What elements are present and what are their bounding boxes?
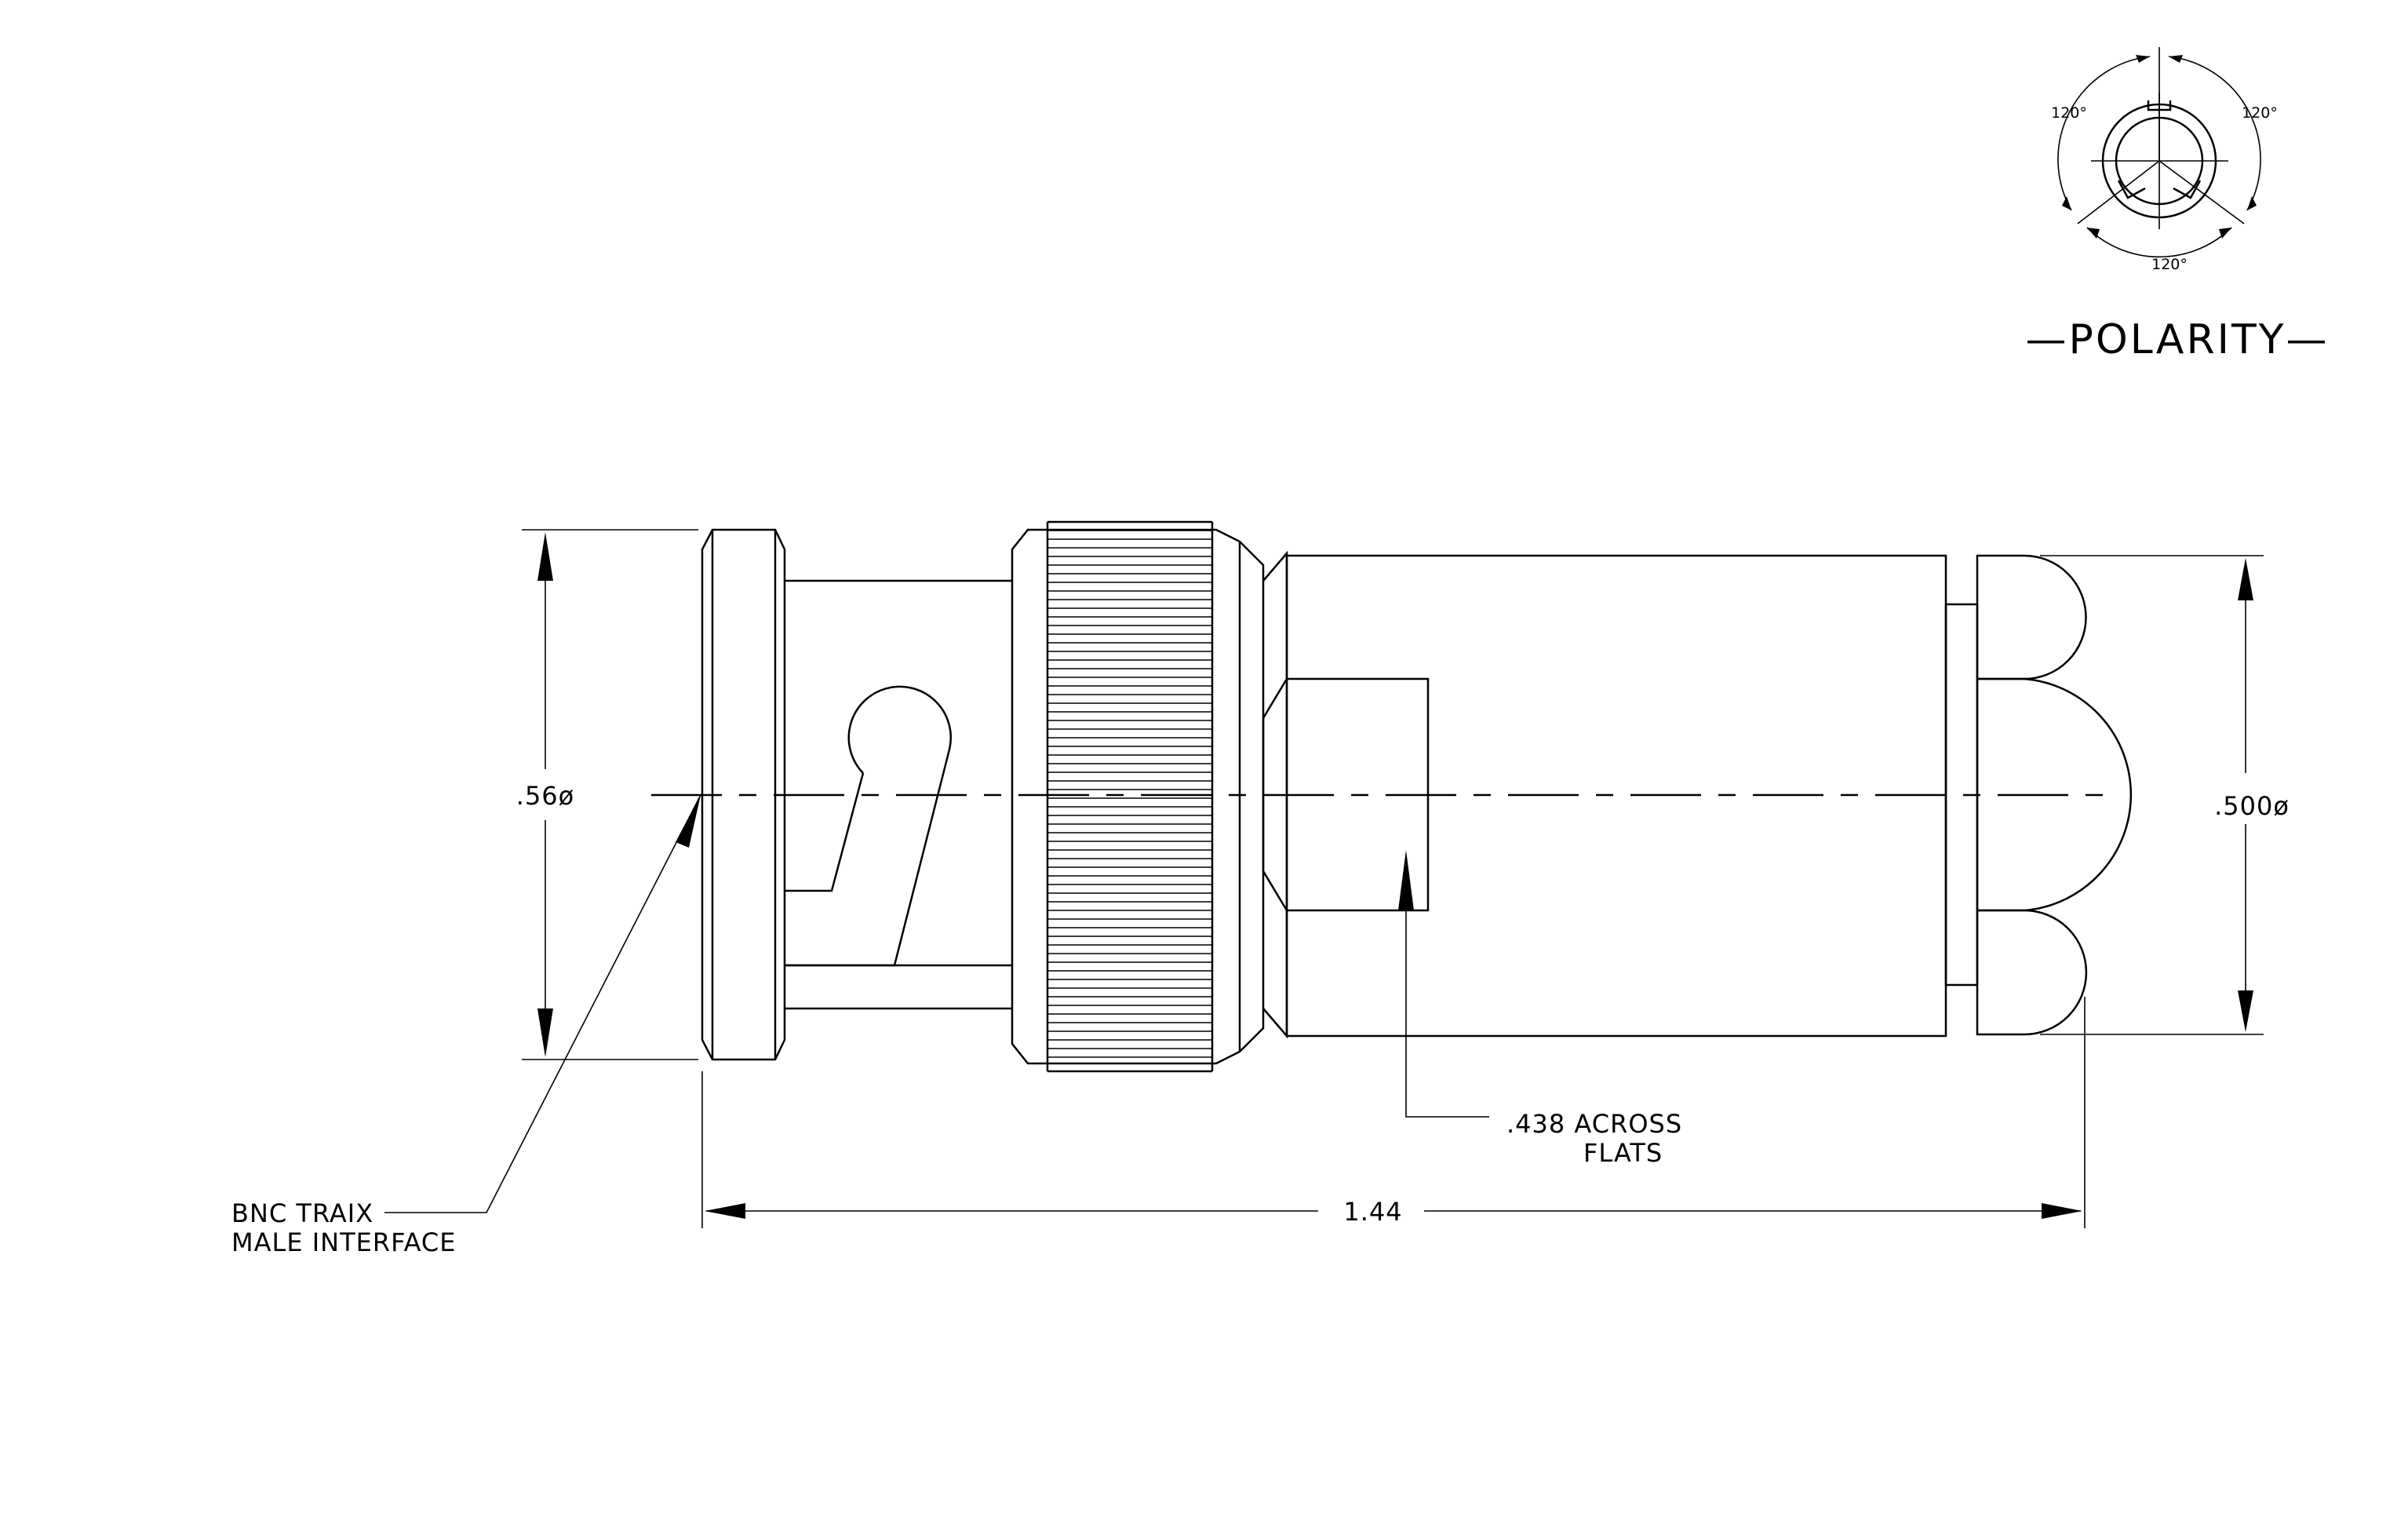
arrowhead	[2238, 990, 2253, 1032]
callout-interface: BNC TRAIX MALE INTERFACE	[231, 794, 701, 1257]
polarity-title: —POLARITY—	[2025, 316, 2329, 363]
arrowhead	[2136, 55, 2150, 63]
polarity-arc-left	[2057, 56, 2151, 211]
polarity-radial-left	[2077, 160, 2160, 224]
hex-flat-face	[1262, 677, 1430, 912]
arrowhead	[2087, 228, 2100, 239]
arrowhead	[537, 1009, 553, 1057]
polarity-left-key	[2117, 180, 2146, 199]
polarity-angle-top-right: 120°	[2242, 104, 2278, 122]
interface-label-line2: MALE INTERFACE	[231, 1227, 456, 1257]
callout-across-flats: .438 ACROSS FLATS	[1398, 850, 1682, 1168]
rear-cap-lobe-middle	[1976, 677, 2133, 912]
arrowhead	[2247, 196, 2257, 210]
arrowhead	[2238, 558, 2253, 600]
arrowhead	[537, 532, 553, 581]
coupling-nut	[1011, 528, 1265, 1065]
polarity-arc-bottom	[2086, 227, 2232, 258]
polarity-angle-top-left: 120°	[2051, 104, 2087, 122]
leader-line	[384, 794, 701, 1213]
polarity-angle-bottom: 120°	[2151, 256, 2188, 273]
polarity-view: 120° 120° 120° —POLARITY—	[2025, 47, 2329, 363]
leader-line	[1405, 871, 1489, 1118]
polarity-arc-right	[2168, 56, 2261, 211]
arrowhead	[676, 795, 701, 848]
arrowhead	[2042, 1203, 2082, 1219]
arrowhead	[1398, 850, 1414, 910]
arrowhead	[2062, 196, 2071, 210]
connector-side-view	[651, 520, 2133, 1073]
rear-cap-lobe-bottom	[1976, 909, 2088, 1036]
dimension-left-diameter: .56ø	[516, 529, 698, 1060]
arrowhead	[705, 1203, 745, 1219]
dimension-right-diameter: .500ø	[2040, 555, 2290, 1035]
across-flats-label-line1: .438 ACROSS	[1506, 1109, 1682, 1139]
rear-cap-lobe-top	[1976, 554, 2087, 680]
across-flats-label-line2: FLATS	[1583, 1138, 1663, 1168]
knurl-pattern	[1048, 530, 1211, 1058]
length-label: 1.44	[1343, 1197, 1402, 1227]
bayonet-slot-inner	[785, 772, 865, 892]
dimension-length: 1.44	[701, 997, 2086, 1228]
left-diameter-label: .56ø	[516, 781, 574, 811]
bayonet-slot-outer	[785, 685, 952, 967]
right-diameter-label: .500ø	[2214, 791, 2290, 821]
arrowhead	[2169, 55, 2183, 63]
polarity-radial-right	[2158, 160, 2245, 224]
interface-label-line1: BNC TRAIX	[231, 1198, 373, 1228]
arrowhead	[2219, 228, 2231, 239]
polarity-right-key	[2173, 180, 2202, 199]
